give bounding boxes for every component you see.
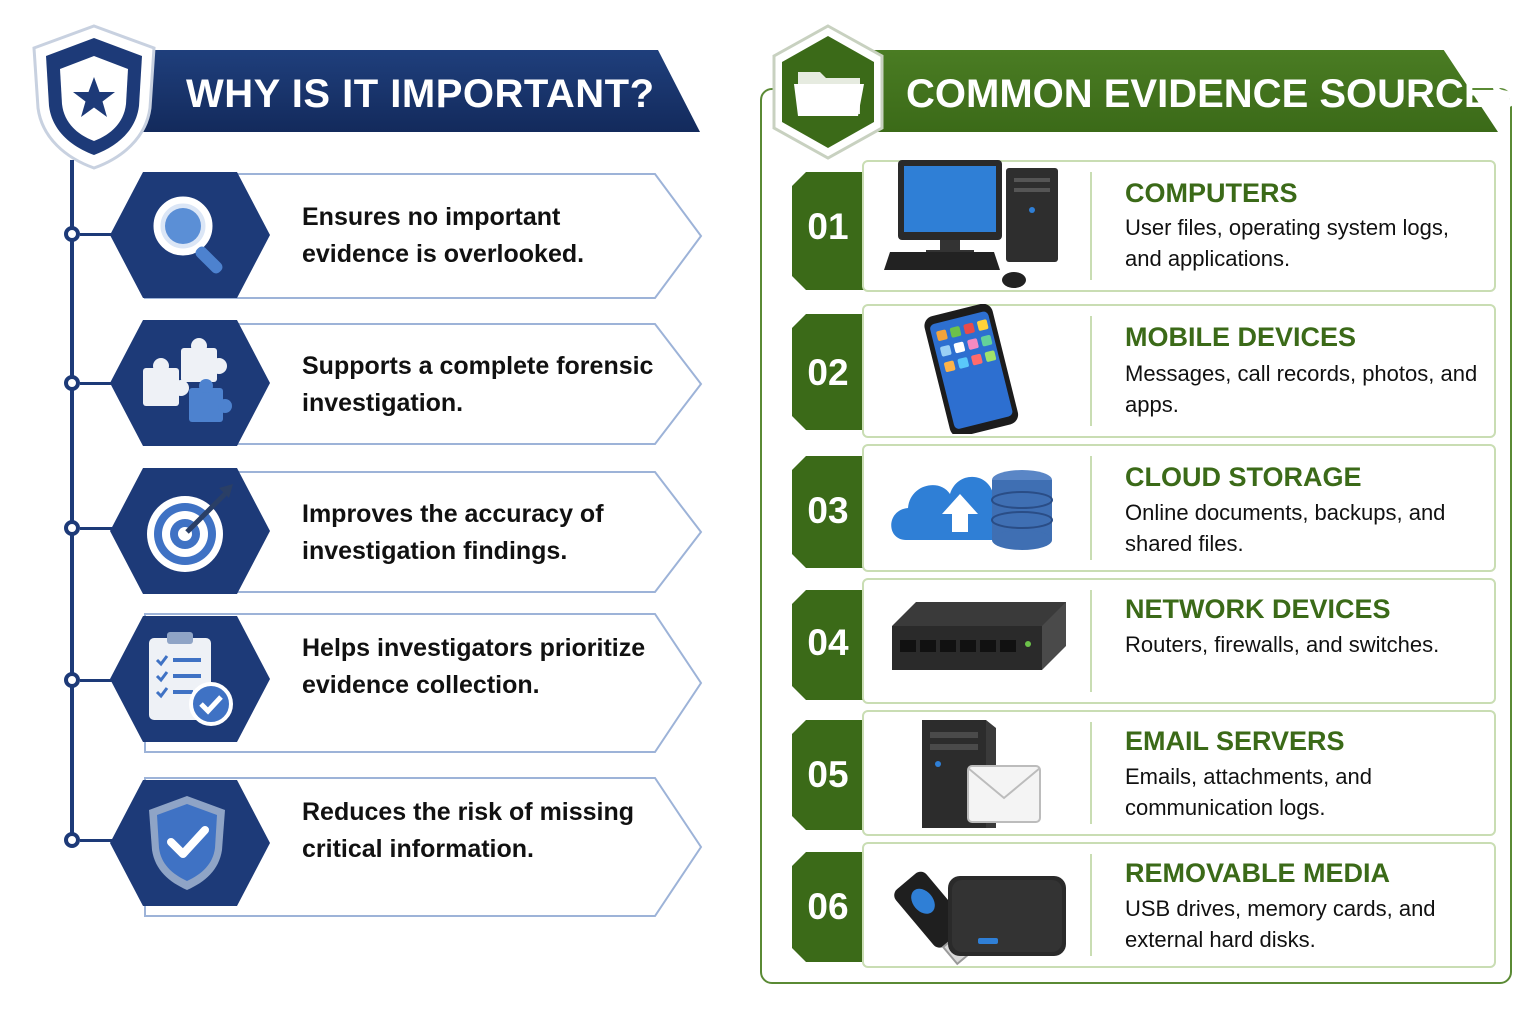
source-title: EMAIL SERVERS (1125, 726, 1345, 756)
number-tab (792, 720, 864, 830)
timeline-dot (64, 375, 80, 391)
number-tab (792, 590, 864, 700)
timeline-dot (64, 226, 80, 242)
source-title: COMPUTERS (1125, 178, 1298, 208)
right-section-title: COMMON EVIDENCE SOURCES (906, 72, 1518, 116)
email-server-icon (922, 720, 1041, 828)
left-title-banner (100, 50, 700, 132)
importance-text: Ensures no important evidence is overloo… (302, 203, 585, 268)
card-divider (1090, 316, 1092, 426)
source-number: 01 (807, 206, 849, 247)
cloud-database-icon (891, 470, 1053, 550)
timeline-dot (64, 832, 80, 848)
source-description: Online documents, backups, and shared fi… (1125, 500, 1446, 556)
card-divider (1090, 722, 1092, 824)
left-section-title: WHY IS IT IMPORTANT? (186, 72, 655, 116)
magnifier-icon (110, 172, 270, 298)
timeline-connector (80, 679, 125, 682)
puzzle-icon (110, 320, 270, 446)
checklist-icon (110, 616, 270, 742)
source-number: 05 (807, 754, 849, 795)
source-description: Emails, attachments, and communication l… (1125, 764, 1373, 820)
shield-star-icon (32, 24, 156, 170)
importance-text: Improves the accuracy of investigation f… (302, 500, 604, 565)
timeline-connector (80, 382, 125, 385)
timeline-line (70, 160, 74, 840)
card-divider (1090, 854, 1092, 956)
source-title: REMOVABLE MEDIA (1125, 858, 1391, 888)
importance-text: Supports a complete forensic investigati… (302, 352, 654, 417)
target-icon (110, 468, 270, 594)
source-title: NETWORK DEVICES (1125, 594, 1391, 624)
card-divider (1090, 456, 1092, 560)
timeline-connector (80, 527, 125, 530)
number-tab (792, 314, 864, 430)
desktop-computer-icon (884, 160, 1058, 288)
timeline-dot (64, 672, 80, 688)
source-number: 03 (807, 490, 849, 531)
source-number: 02 (807, 352, 849, 393)
source-title: CLOUD STORAGE (1125, 462, 1362, 492)
source-title: MOBILE DEVICES (1125, 322, 1357, 352)
source-description: Routers, firewalls, and switches. (1125, 632, 1440, 657)
timeline-connector (80, 839, 125, 842)
source-description: USB drives, memory cards, and external h… (1125, 896, 1436, 952)
timeline-dot (64, 520, 80, 536)
usb-drive-icon (894, 871, 1066, 966)
right-title-banner (820, 50, 1498, 132)
shield-check-icon (110, 780, 270, 906)
source-description: Messages, call records, photos, and apps… (1125, 361, 1478, 417)
card-divider (1090, 590, 1092, 692)
card-divider (1090, 172, 1092, 280)
folder-icon (772, 24, 884, 160)
source-description: User files, operating system logs, and a… (1125, 215, 1450, 271)
importance-text: Reduces the risk of missing critical inf… (302, 798, 635, 863)
number-tab (792, 852, 864, 962)
source-number: 04 (807, 622, 849, 663)
network-switch-icon (892, 602, 1066, 670)
importance-text: Helps investigators prioritize evidence … (302, 634, 646, 699)
source-number: 06 (807, 886, 849, 927)
number-tab (792, 172, 864, 290)
number-tab (792, 456, 864, 568)
timeline-connector (80, 233, 125, 236)
smartphone-icon (924, 304, 1019, 434)
